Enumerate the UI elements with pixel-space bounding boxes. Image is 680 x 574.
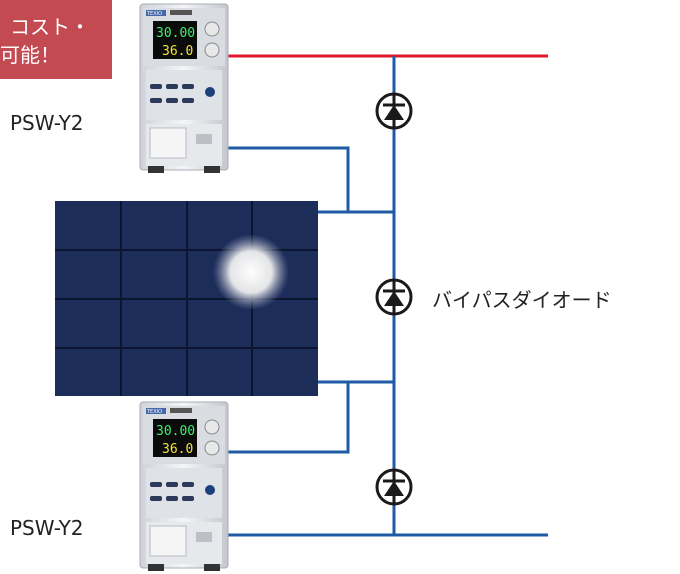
upper-psu-brand: TEXIO: [146, 11, 162, 17]
upper-psu-voltage: 30.00: [156, 26, 195, 41]
bypass-diode-label: バイパスダイオード: [432, 288, 612, 312]
bypass-diode-2: [375, 278, 413, 316]
lower-psu-voltage: 30.00: [156, 424, 195, 439]
bypass-diode-1: [375, 92, 413, 130]
banner-line-1: コスト・: [10, 15, 90, 39]
bypass-diode-3: [375, 468, 413, 506]
upper-power-supply: TEXIO 30.00 36.0: [139, 3, 229, 174]
lower-psu-brand: TEXIO: [146, 409, 162, 415]
banner-line-2: 可能！: [0, 43, 60, 67]
banner: コスト・ 可能！: [0, 0, 112, 79]
shade-spot: [213, 234, 289, 310]
upper-psu-label: PSW-Y2: [10, 111, 84, 135]
lower-power-supply: TEXIO 30.00 36.0: [139, 401, 229, 572]
lower-psu-current: 36.0: [162, 442, 193, 457]
upper-psu-current: 36.0: [162, 44, 193, 59]
solar-panel: [55, 201, 318, 396]
lower-psu-feed-wire: [222, 382, 350, 454]
lower-psu-label: PSW-Y2: [10, 516, 84, 540]
